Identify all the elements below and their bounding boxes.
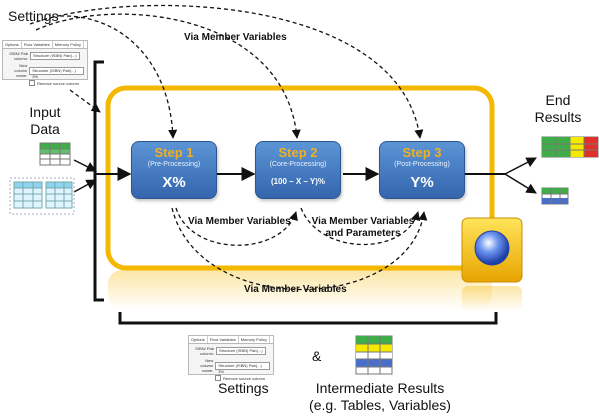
highlight-box [105,85,495,271]
step-2-box: Step 2 (Core-Processing) (100 – X – Y)% [255,141,341,199]
bottom-bracket [118,312,498,325]
step-3-box: Step 3 (Post-Processing) Y% [379,141,465,199]
intermediate-table [355,335,393,375]
step-3-subtitle: (Post-Processing) [394,161,450,168]
step1-to-step3-arc [171,207,428,291]
step-1-box: Step 1 (Pre-Processing) X% [131,141,217,199]
step-3-title: Step 3 [402,145,442,160]
step-2-subtitle: (Core-Processing) [269,161,327,168]
input-arrow-bottom [73,179,97,193]
settings-to-box-arrow [69,89,101,113]
step-1-title: Step 1 [154,145,194,160]
tab-flow-variables-bottom[interactable]: Flow Variables [208,336,239,343]
step1-to-step2-arc [175,207,298,246]
settings-panel-bottom: Options Flow Variables Memory Policy ISB… [188,335,274,381]
settings-row-3-bottom: Remove source column [215,375,270,381]
step-2-share: (100 – X – Y)% [270,177,326,186]
result-table-small [541,187,569,205]
left-bracket [93,60,104,302]
tab-memory-policy-bottom[interactable]: Memory Policy [239,336,270,343]
settings-label-bottom: Settings [218,380,269,396]
remove-source-checkbox[interactable] [29,80,35,86]
output-arrow-top [504,157,537,175]
ampersand-label: & [312,348,322,364]
via-member-label-mid: Via Member Variables [188,216,291,227]
settings-row-2: New column name: Structure (ISBN) Pab(..… [6,63,84,79]
via-member-params-label: Via Member Variables and Parameters [311,216,415,239]
settings-label-top: Settings [8,8,59,24]
result-table-colored [541,136,599,158]
settings-row-1-bottom: ISBN/ Pab column: Structure (ISBN) Pab(.… [192,346,270,356]
input-data-label: Input Data [29,104,61,137]
field-label-2-bottom: New column name: [200,358,214,373]
step-1-share: X% [162,174,186,191]
node-reflection [462,286,522,312]
settings-to-step3-arc [29,4,424,139]
input-table-green [39,142,71,166]
input-arrow-top [73,159,97,172]
knime-node-icon [461,217,523,283]
tab-options-bottom[interactable]: Options [189,336,208,343]
new-column-name-input[interactable]: Structure (ISBN) Pab(...) 3% [29,66,84,79]
field-label-2: New column name: [14,63,28,78]
remove-source-label-bottom: Remove source column [223,375,266,381]
step-1-subtitle: (Pre-Processing) [147,161,201,168]
field-label-1-bottom: ISBN/ Pab column: [195,346,214,356]
output-arrow-bottom [504,173,537,194]
step-2-title: Step 2 [278,145,318,160]
via-member-label-bottom: Via Member Variables [244,284,347,295]
new-column-name-input-bottom[interactable]: Structure (ISBN) Pab(...) 3% [215,361,270,374]
settings-to-step1-arc [59,15,178,139]
remove-source-label: Remove source column [37,80,80,86]
via-member-label-top: Via Member Variables [184,32,287,43]
settings-row-3: Remove source column [29,80,84,86]
settings-row-2-bottom: New column name: Structure (ISBN) Pab(..… [192,358,270,374]
tab-flow-variables[interactable]: Flow Variables [22,41,53,48]
remove-source-checkbox-bottom[interactable] [215,375,221,381]
input-table-blue [9,177,75,215]
column-select[interactable]: Structure (ISBN) Pab(...) [30,52,80,60]
end-results-label: End Results [534,92,582,125]
tab-options[interactable]: Options [3,41,22,48]
field-label-1: ISBN/ Pab column: [9,51,28,61]
settings-row-1: ISBN/ Pab column: Structure (ISBN) Pab(.… [6,51,84,61]
settings-panel-top: Options Flow Variables Memory Policy ISB… [2,40,88,86]
tab-memory-policy[interactable]: Memory Policy [53,41,84,48]
intermediate-results-label: Intermediate Results (e.g. Tables, Varia… [309,380,451,413]
column-select-bottom[interactable]: Structure (ISBN) Pab(...) [216,347,266,355]
settings-panel-tabs: Options Flow Variables Memory Policy [3,41,87,49]
settings-panel-tabs-bottom: Options Flow Variables Memory Policy [189,336,273,344]
step2-to-step3-arc [300,207,421,246]
settings-to-step2-arc [35,13,301,139]
step-3-share: Y% [410,174,434,191]
